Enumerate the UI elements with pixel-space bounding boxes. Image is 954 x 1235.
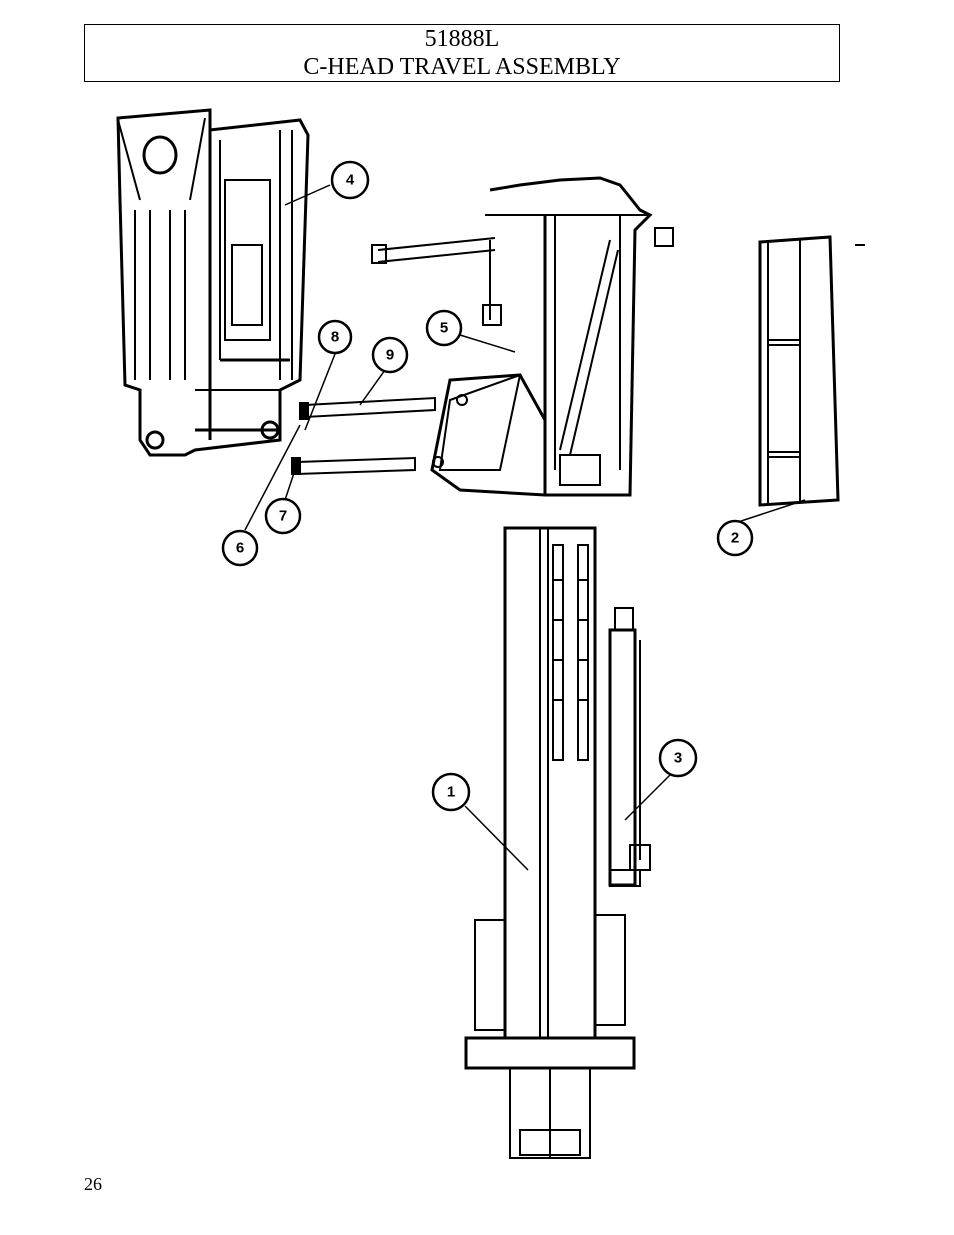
balloon-7: 7 <box>266 499 300 533</box>
balloon-label: 7 <box>279 508 287 525</box>
balloon-1: 1 <box>433 774 469 810</box>
channel <box>760 237 865 505</box>
balloon-label: 1 <box>447 784 455 801</box>
balloon-label: 4 <box>346 172 355 189</box>
balloon-label: 2 <box>731 530 739 547</box>
balloon-label: 6 <box>236 540 244 557</box>
balloon-label: 9 <box>386 347 394 364</box>
c-head-frame <box>118 110 308 455</box>
balloon-4: 4 <box>332 162 368 198</box>
balloon-2: 2 <box>718 521 752 555</box>
balloon-label: 5 <box>440 320 448 337</box>
balloon-label: 3 <box>674 750 682 767</box>
balloon-6: 6 <box>223 531 257 565</box>
balloon-8: 8 <box>319 321 351 353</box>
balloon-5: 5 <box>427 311 461 345</box>
hydraulic-cylinder <box>610 608 650 886</box>
balloon-3-lower: 3 <box>660 740 696 776</box>
page-number: 26 <box>84 1174 102 1195</box>
carriage-assembly <box>372 178 673 495</box>
balloon-label: 8 <box>331 329 339 346</box>
balloon-9: 9 <box>373 338 407 372</box>
